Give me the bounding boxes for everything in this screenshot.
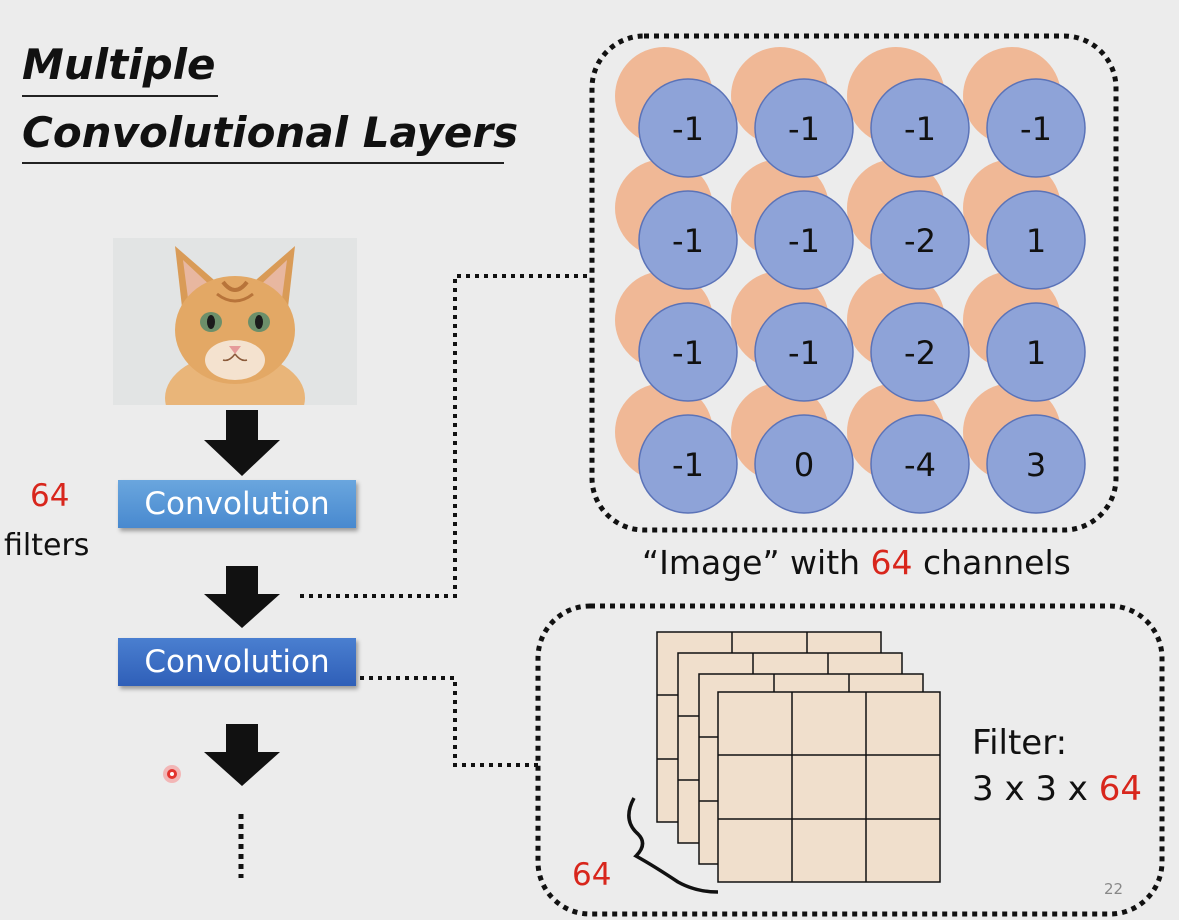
channel-value: -1	[788, 110, 820, 148]
depth-brace-icon	[627, 797, 719, 894]
title-underline-2	[22, 162, 504, 164]
channel-circle	[638, 302, 738, 402]
channel-circle	[986, 78, 1086, 178]
convolution-layer-1: Convolution	[118, 480, 356, 528]
feature-map-container	[589, 33, 1119, 533]
filter-label-line2: 3 x 3 x 64	[972, 766, 1142, 812]
channel-value: 3	[1026, 446, 1046, 484]
filters-count: 64	[30, 478, 70, 514]
feature-map-caption: “Image” with 64 channels	[642, 543, 1071, 582]
channel-circle	[754, 302, 854, 402]
channel-circle	[870, 414, 970, 514]
filter-depth-label: 64	[572, 857, 612, 893]
caption-prefix: “Image” with	[642, 543, 871, 582]
filter-label-line1: Filter:	[972, 723, 1068, 763]
filter-layer-front	[717, 691, 941, 883]
down-arrow-icon	[204, 566, 280, 628]
channel-value: -2	[904, 334, 936, 372]
channel-value: 1	[1026, 334, 1046, 372]
feature-map-grid: -1 -1 -1 -1 -1 -1 -2 1 -1 -1 -2 1 -1 0 -4 3	[615, 47, 1086, 514]
title-underline-1	[22, 95, 218, 97]
caption-suffix: channels	[912, 543, 1071, 582]
page-number: 22	[1104, 880, 1124, 898]
channel-circle	[754, 78, 854, 178]
channel-value: -1	[904, 110, 936, 148]
channel-circle	[986, 302, 1086, 402]
channel-circle	[638, 190, 738, 290]
filter-container	[535, 603, 1165, 917]
filters-label: filters	[4, 528, 90, 563]
channel-value: -2	[904, 222, 936, 260]
channel-value: -1	[672, 110, 704, 148]
channel-value: -1	[672, 222, 704, 260]
caption-channel-count: 64	[870, 543, 913, 582]
channel-value: 1	[1026, 222, 1046, 260]
channel-circle	[754, 190, 854, 290]
channel-circle	[870, 78, 970, 178]
channel-value: -1	[788, 334, 820, 372]
filter-stack	[627, 631, 941, 894]
channel-circle	[870, 190, 970, 290]
channel-value: -1	[788, 222, 820, 260]
down-arrow-icon	[204, 410, 280, 476]
channel-circle	[986, 190, 1086, 290]
channel-circle	[638, 414, 738, 514]
channel-value: -1	[1020, 110, 1052, 148]
filter-depth-number: 64	[1098, 769, 1143, 809]
channel-value: 0	[794, 446, 814, 484]
down-arrow-icon	[204, 724, 280, 786]
channel-value: -1	[672, 334, 704, 372]
filter-label: Filter: 3 x 3 x 64	[972, 720, 1142, 812]
pointer-dot-icon	[163, 765, 181, 783]
channel-circle	[754, 414, 854, 514]
channel-value: -4	[904, 446, 936, 484]
channel-circle	[986, 414, 1086, 514]
channel-circle	[638, 78, 738, 178]
channel-circle	[870, 302, 970, 402]
title-line-1: Multiple	[22, 40, 216, 89]
cat-image	[113, 238, 357, 405]
filter-size-prefix: 3 x 3 x	[972, 769, 1099, 809]
title-line-2: Convolutional Layers	[22, 108, 519, 157]
convolution-layer-2: Convolution	[118, 638, 356, 686]
channel-value: -1	[672, 446, 704, 484]
continuation-dots	[238, 814, 244, 878]
